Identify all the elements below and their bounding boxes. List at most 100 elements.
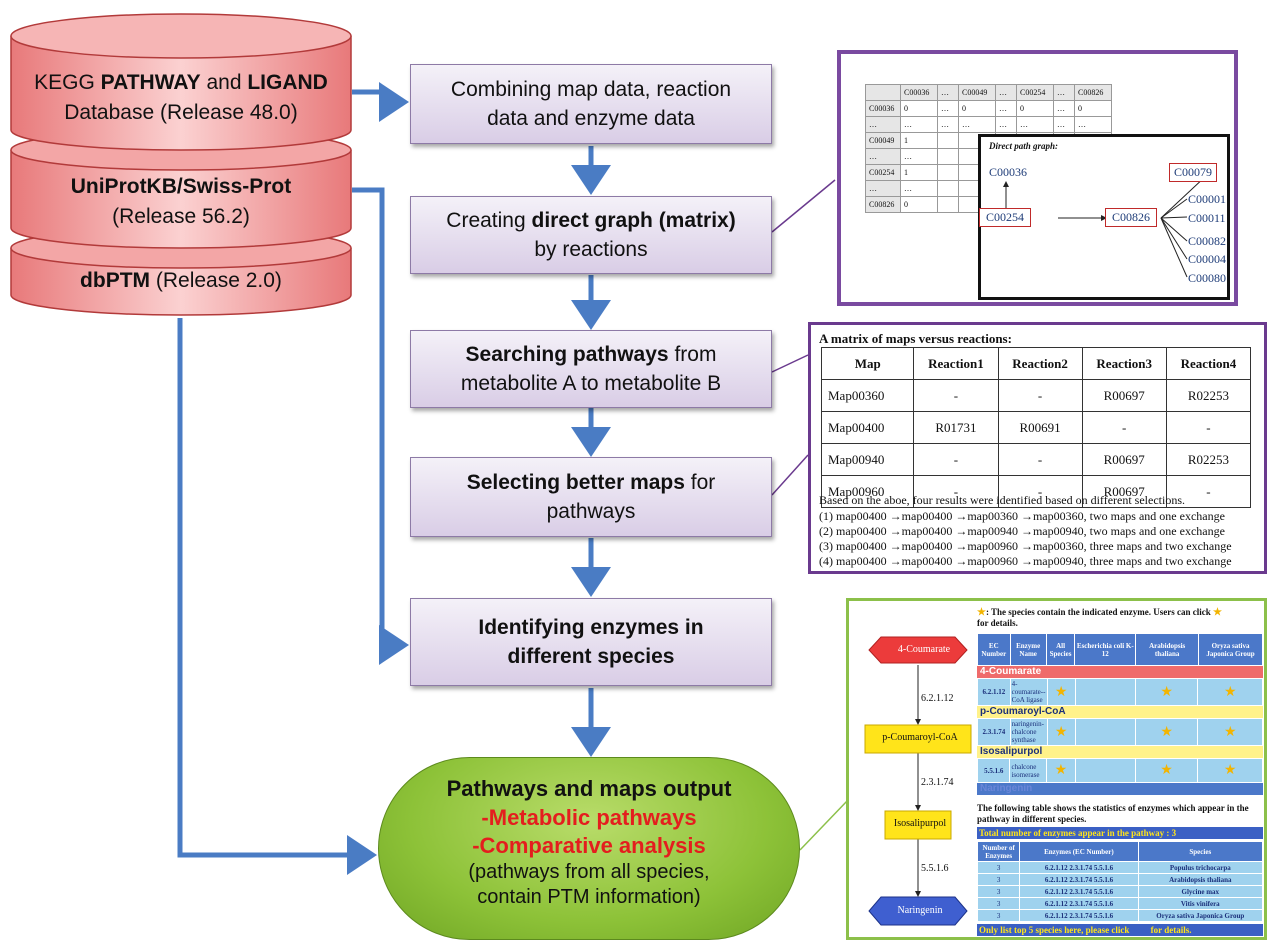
- database-stack: [10, 13, 352, 316]
- stats-cell: 3: [976, 885, 1021, 898]
- map-table-cell: -: [913, 443, 999, 476]
- matrix-cell: C00049: [865, 132, 901, 149]
- stats-cell: Vitis vinifera: [1137, 897, 1264, 910]
- star-icon[interactable]: ★: [1054, 684, 1068, 700]
- enzyme-table-header: EC Number: [977, 633, 1011, 666]
- enzyme-ec: 2.3.1.74: [977, 718, 1011, 746]
- matrix-cell: C00036: [865, 100, 901, 117]
- matrix-cell: …: [865, 148, 901, 165]
- matrix-cell: 0: [1016, 100, 1054, 117]
- pathway-node-4: Naringenin: [897, 905, 943, 916]
- node-c00001: C00001: [1188, 192, 1227, 206]
- matrix-cell: 0: [1074, 100, 1112, 117]
- step-searching-line2: metabolite A to metabolite B: [460, 372, 722, 395]
- graph-edges: [1003, 173, 1209, 278]
- matrix-cell: …: [900, 148, 938, 165]
- stats-cell: Arabidopsis thaliana: [1137, 873, 1264, 886]
- footer-link[interactable]: here: [1131, 925, 1149, 935]
- step-selecting-line2: pathways: [546, 500, 636, 523]
- matrix-cell: …: [900, 116, 938, 133]
- enzyme-name: 4-coumarate--CoA ligase: [1009, 678, 1048, 706]
- star-icon[interactable]: ★: [1054, 763, 1068, 778]
- kegg-label-c: and: [200, 71, 248, 94]
- node-c00254: C00254: [979, 208, 1032, 227]
- pathway-node-1: 4-Coumarate: [897, 644, 951, 655]
- map-result-line: (2) map00400 →map00400 →map00940 →map009…: [819, 524, 1225, 538]
- star-icon-click[interactable]: ★: [1213, 607, 1222, 618]
- compound-row: p-Coumaroyl-CoA: [977, 706, 1263, 718]
- map-table-cell: Map00940: [820, 443, 915, 476]
- map-table-row: Map00960--R00697-: [820, 475, 1252, 508]
- map-table-cell: Map00360: [820, 379, 915, 412]
- matrix-cell: [937, 180, 959, 197]
- star-icon[interactable]: ★: [1223, 684, 1237, 700]
- star-icon[interactable]: ★: [1223, 763, 1237, 778]
- star-icon[interactable]: ★: [1223, 724, 1237, 740]
- step-creating-bold: direct graph (matrix): [531, 209, 736, 232]
- stats-cell: 6.2.1.12 2.3.1.74 5.5.1.6: [1019, 861, 1139, 874]
- matrix-cell: …: [995, 100, 1017, 117]
- map-result-line: (1) map00400 →map00400 →map00360 →map003…: [819, 509, 1225, 523]
- map-table-header: Reaction3: [1081, 347, 1167, 380]
- step-combining-line2: data and enzyme data: [487, 107, 695, 130]
- species-cell: [1074, 678, 1136, 706]
- enzyme-name: naringenin-chalcone synthase: [1009, 718, 1048, 746]
- star-icon[interactable]: ★: [1054, 724, 1068, 740]
- dbptm-name: dbPTM: [80, 269, 151, 292]
- step-selecting-text: for: [684, 471, 716, 494]
- node-c00826: C00826: [1105, 208, 1158, 227]
- star-icon[interactable]: ★: [1160, 724, 1173, 740]
- map-table-cell: -: [1165, 411, 1252, 444]
- matrix-header-cell: …: [995, 84, 1017, 101]
- stats-header: Enzymes (EC Number): [1019, 841, 1139, 862]
- direct-path-graph: Direct path graph: C00036 C00254 C00826 …: [978, 134, 1230, 300]
- output-title: Pathways and maps output: [446, 776, 732, 801]
- kegg-label-b: PATHWAY: [100, 71, 201, 94]
- stats-cell: 3: [976, 897, 1021, 910]
- node-c00036: C00036: [989, 165, 1028, 179]
- species-cell: ★: [1046, 718, 1076, 746]
- stats-cell: 6.2.1.12 2.3.1.74 5.5.1.6: [1019, 897, 1139, 910]
- edge-label-3: 5.5.1.6: [921, 863, 949, 874]
- footer-text-a: Only list top 5 species here, please cli…: [979, 925, 1130, 935]
- map-table-cell: R00697: [1081, 379, 1167, 412]
- matrix-cell: …: [958, 116, 996, 133]
- stats-cell: Oryza sativa Japonica Group: [1137, 909, 1264, 922]
- matrix-header-cell: …: [1053, 84, 1075, 101]
- matrix-cell: C00254: [865, 164, 901, 181]
- map-table-cell: -: [1081, 411, 1167, 444]
- step-searching-pathways: Searching pathways from metabolite A to …: [410, 330, 772, 408]
- node-shape-naringenin: [868, 896, 968, 926]
- stats-cell: Glycine max: [1137, 885, 1264, 898]
- matrix-cell: …: [937, 116, 959, 133]
- matrix-cell: 0: [900, 100, 938, 117]
- matrix-header-cell: [865, 84, 901, 101]
- species-cell: ★: [1134, 718, 1199, 746]
- enzyme-table-header: Oryza sativa Japonica Group: [1198, 633, 1263, 666]
- matrix-cell: [937, 164, 959, 181]
- node-shape-isosalipurpol: [884, 810, 952, 840]
- graph-title: Direct path graph:: [989, 141, 1059, 151]
- matrix-cell: [937, 148, 959, 165]
- star-icon[interactable]: ★: [1160, 684, 1173, 700]
- output-note2: contain PTM information): [477, 886, 701, 908]
- pointer-to-graph-panel: [771, 179, 836, 233]
- map-table-header: Reaction2: [997, 347, 1083, 380]
- species-cell: [1074, 758, 1136, 783]
- matrix-cell: …: [1053, 116, 1075, 133]
- star-icon[interactable]: ★: [1160, 763, 1173, 778]
- step-creating-graph: Creating direct graph (matrix) by reacti…: [410, 196, 772, 274]
- uniprot-release: (Release 56.2): [112, 205, 250, 228]
- matrix-cell: 0: [958, 100, 996, 117]
- step-identifying-enzymes: Identifying enzymes in different species: [410, 598, 772, 686]
- star-icon: ★: [977, 607, 986, 618]
- step-creating-text: Creating: [446, 209, 532, 232]
- star-note: ★: The species contain the indicated enz…: [977, 607, 1263, 629]
